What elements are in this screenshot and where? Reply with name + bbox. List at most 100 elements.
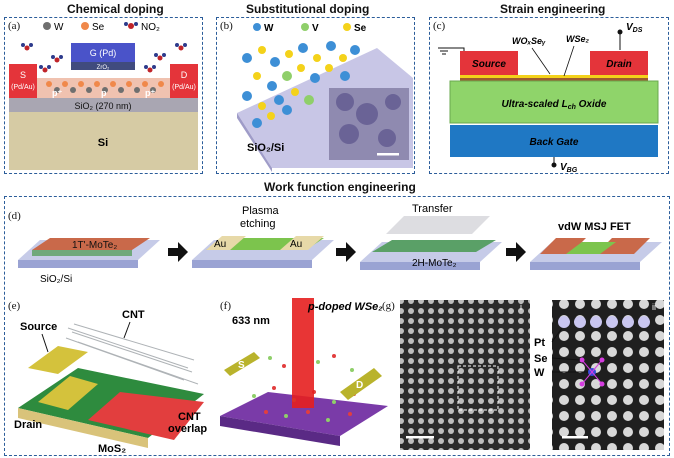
step1-sub-front: [18, 260, 138, 268]
source-bar: [28, 346, 88, 374]
panel-g-label: (g): [382, 300, 395, 312]
stem-image-left: [400, 300, 530, 450]
drain-bar: [38, 376, 98, 410]
back-gate-label: Back Gate: [530, 137, 579, 148]
e-cnt-overlap-label: CNT: [178, 411, 201, 423]
panel-a-label: (a): [8, 20, 21, 32]
step4-channel: [566, 242, 616, 254]
legend-w-dot: [43, 22, 51, 30]
au-label-2: Au: [290, 239, 302, 250]
woxsey-arrow: [531, 47, 551, 75]
au-label-1: Au: [214, 239, 226, 250]
se-label: Se: [534, 353, 547, 365]
e-substrate-front: [18, 408, 148, 448]
wse2-lattice-dots: [252, 354, 356, 422]
si-label: Si: [98, 137, 108, 149]
legend-no2: NO₂: [141, 22, 160, 33]
atom-marker: [579, 357, 605, 387]
arrow-1-icon: [168, 242, 188, 262]
woxsey-layer: [460, 75, 648, 78]
lattice-atoms: [242, 41, 360, 128]
bottom-panel: [4, 196, 670, 456]
pt-pointer: [551, 327, 563, 343]
s-label: S: [238, 360, 245, 371]
panel-e-label: (e): [8, 300, 21, 312]
laser-label: 633 nm: [232, 315, 270, 327]
mos2-region: [88, 392, 204, 440]
transfer-label: Transfer: [412, 203, 453, 215]
pdoped-label: p-doped WSe₂: [307, 301, 382, 313]
gate-electrode: [71, 43, 135, 62]
cnt-device: Source CNT Drain CNT overlap MoS₂: [14, 309, 207, 454]
inset-scale-bar: [377, 153, 399, 156]
substitutional-doping-diagram: W V Se SiO₂/Si: [237, 23, 413, 172]
no2-molecules: [21, 43, 187, 73]
step2-au-left: [206, 236, 246, 250]
panel-f-label: (f): [220, 300, 231, 312]
arrow-2-icon: [336, 242, 356, 262]
laser-beam: [292, 298, 314, 408]
bottom-title: Work function engineering: [264, 180, 416, 194]
mote2-1t-label: 1T'-MoTe₂: [72, 240, 117, 251]
legend-w: W: [54, 22, 64, 33]
legend-no2-o1: [124, 22, 128, 26]
panel-a-title: Chemical doping: [67, 2, 164, 16]
label-i: i: [520, 302, 522, 312]
gate-oxide: [71, 62, 135, 70]
p-center: p: [101, 88, 107, 98]
legend-se-dot: [81, 22, 89, 30]
legend-no2-dot: [128, 23, 134, 29]
wse2-label: WSe₂: [566, 34, 590, 44]
mote2-2h-label: 2H-MoTe₂: [412, 258, 457, 269]
step2-sub-front: [192, 260, 312, 268]
si-substrate: [9, 110, 198, 170]
legend-se: Se: [92, 22, 105, 33]
vdw-fet-label: vdW MSJ FET: [558, 221, 631, 233]
s-electrode: [224, 352, 260, 376]
stem-images: i Pt Se W ii: [400, 300, 664, 450]
strain-engineering-diagram: VDS Source Drain WOₓSeᵧ WSe₂ Ultra-scale…: [438, 22, 659, 173]
drain-text: Drain: [606, 59, 632, 70]
legend-no2-o2: [134, 22, 138, 26]
step2-au-right: [280, 236, 324, 250]
wse2-layer: [460, 78, 648, 81]
step1-mote2: [32, 238, 150, 250]
step3-mote2: [372, 240, 496, 252]
woxsey-label: WOₓSeᵧ: [512, 36, 546, 46]
vds-label: VDS: [626, 22, 643, 34]
p-plus-right: p⁺: [145, 88, 155, 98]
drain-contact: [170, 64, 198, 98]
wse2-arrow: [563, 45, 575, 77]
etching-label: etching: [240, 218, 275, 230]
step4-left-stack: [540, 238, 586, 254]
transfer-film: [386, 216, 490, 234]
ultra-scaled-oxide: [449, 80, 659, 124]
sio2-layer: [9, 98, 198, 112]
legend-v: V: [312, 23, 319, 34]
inset-domains: [336, 93, 401, 147]
drain-metal: (Pd/Au): [172, 84, 196, 91]
e-source-pointer: [41, 333, 49, 353]
work-function-process: 1T'-MoTe₂ SiO₂/Si Au Au Plasma etching T…: [18, 203, 662, 285]
sio2-si-label: SiO₂/Si: [40, 274, 72, 285]
source-pad: [460, 51, 518, 75]
legend-v-dot: [301, 23, 309, 31]
d-label: D: [356, 380, 363, 391]
panel-b: [216, 17, 415, 174]
legend-w-dot-b: [253, 23, 261, 31]
laser-doping-diagram: 633 nm p-doped WSe₂ S D: [220, 298, 388, 446]
arrow-3-icon: [506, 242, 526, 262]
source-metal: (Pd/Au): [11, 84, 35, 91]
pt-atoms: [558, 316, 650, 328]
e-mos2-label: MoS₂: [98, 443, 126, 454]
panel-a: [4, 17, 203, 174]
slab-label: SiO₂/Si: [247, 142, 284, 154]
gate-label: G (Pd): [90, 48, 117, 58]
drain-pad: [590, 51, 648, 75]
chemical-doping-diagram: W Se NO₂ Si SiO₂ (270 nm) S (Pd/Au) D (P…: [9, 22, 198, 170]
zoom-box: [457, 365, 499, 411]
e-overlap-label: overlap: [168, 423, 207, 435]
step4-sub-front: [530, 262, 640, 270]
vbg-terminal: [551, 162, 557, 168]
zro2-label: ZrO₂: [97, 65, 110, 71]
